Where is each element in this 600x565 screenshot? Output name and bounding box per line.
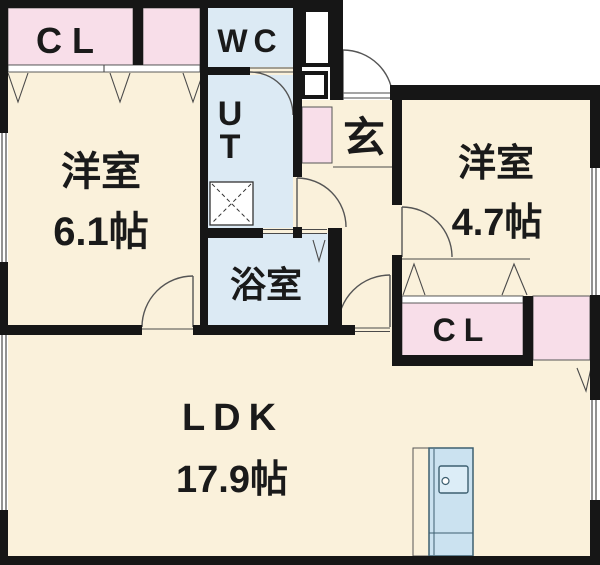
wall-closet-left-divider bbox=[133, 8, 143, 65]
wall-bedroom-left-bottom-a bbox=[0, 325, 142, 335]
closet-left-fold-2 bbox=[109, 72, 131, 104]
window-bg bbox=[0, 335, 8, 510]
wall-entry-shaft bbox=[330, 0, 343, 100]
bedroom-right-door-arc bbox=[401, 206, 453, 258]
closet-left-fold-1 bbox=[7, 72, 29, 104]
wall-hall-right-lower bbox=[392, 255, 402, 366]
ldk-label: LDK bbox=[182, 397, 284, 439]
kitchen-sink bbox=[438, 465, 469, 494]
ldk-size: 17.9帖 bbox=[176, 459, 288, 501]
pipe-space-boxes bbox=[301, 8, 332, 99]
wall-top-left bbox=[0, 0, 335, 8]
closet-left-a bbox=[7, 7, 134, 66]
wall-ut-bath bbox=[203, 228, 263, 238]
wall-closet-right-bottom bbox=[392, 355, 533, 366]
wc-label: WC bbox=[217, 23, 282, 59]
washer-pan-cross-2 bbox=[211, 183, 252, 224]
closet-left-label: CL bbox=[36, 20, 104, 61]
folding-door-marks bbox=[7, 72, 592, 393]
closets bbox=[7, 7, 591, 361]
labels: CL WC U T 玄 浴室 洋室 6.1帖 洋室 4.7帖 LDK 17.9帖… bbox=[36, 20, 542, 501]
wall-wet-right-stub bbox=[293, 227, 302, 238]
window-ldk-right bbox=[590, 400, 598, 500]
genkan-label: 玄 bbox=[343, 114, 385, 161]
washer-pan bbox=[209, 181, 254, 226]
washer-pan-cross-1 bbox=[211, 183, 252, 224]
pipe-space-lower bbox=[301, 71, 328, 99]
wall-left-upper bbox=[0, 0, 8, 133]
closet-right-fold-1 bbox=[402, 262, 426, 296]
wall-bedroom-left-bottom-b bbox=[193, 325, 355, 335]
closet-right-b bbox=[532, 295, 591, 361]
bedroom-left-size: 6.1帖 bbox=[53, 210, 149, 254]
kitchen-faucet bbox=[441, 476, 450, 486]
wall-top-right bbox=[390, 85, 598, 100]
kitchen-counter-edge bbox=[412, 447, 430, 557]
kitchen-unit bbox=[412, 447, 474, 557]
wall-wc-bottom bbox=[207, 67, 250, 75]
kitchen-window-fold bbox=[576, 367, 592, 393]
wall-right-lower bbox=[590, 500, 600, 565]
wall-bath-right bbox=[328, 228, 342, 332]
window-bedroom-left bbox=[0, 133, 8, 262]
window-bg bbox=[590, 168, 598, 295]
bathroom-door-fold bbox=[312, 239, 326, 264]
washer-pan-box bbox=[209, 181, 254, 226]
closet-right-track bbox=[401, 295, 524, 304]
wc-door-arc bbox=[249, 71, 294, 116]
bathroom-floor bbox=[208, 233, 328, 332]
pipe-space-upper bbox=[302, 8, 332, 67]
window-bedroom-right bbox=[590, 168, 598, 295]
wall-wet-left bbox=[200, 8, 208, 335]
wall-closet-right-divider bbox=[523, 296, 533, 366]
wall-entry-stub bbox=[335, 85, 343, 100]
wall-left-lower bbox=[0, 510, 8, 565]
ut-label-t: T bbox=[220, 128, 241, 166]
bedroom-left-door-arc bbox=[141, 275, 194, 328]
bedroom-left-label: 洋室 bbox=[61, 150, 141, 194]
wc-floor bbox=[208, 8, 293, 67]
window-ldk-left bbox=[0, 335, 8, 510]
wet-rooms bbox=[208, 8, 328, 332]
window-bg bbox=[0, 133, 8, 262]
wall-left-mid bbox=[0, 262, 8, 335]
closet-right-fold-2 bbox=[501, 262, 528, 296]
closet-left-fold-3 bbox=[182, 72, 204, 104]
closet-left-b bbox=[142, 7, 201, 66]
closet-right-label: CL bbox=[433, 312, 492, 348]
kitchen-counter bbox=[428, 447, 474, 557]
window-bg bbox=[590, 400, 598, 500]
bedroom-right-label: 洋室 bbox=[458, 142, 534, 185]
bathroom-label: 浴室 bbox=[230, 264, 302, 305]
wall-hall-right-upper bbox=[392, 100, 402, 205]
bedroom-right-size: 4.7帖 bbox=[452, 202, 543, 244]
ut-label-u: U bbox=[218, 95, 243, 133]
wall-bottom bbox=[0, 556, 600, 565]
windows bbox=[0, 133, 598, 510]
wall-right-upper bbox=[590, 85, 600, 168]
wall-wet-right-upper bbox=[293, 8, 302, 177]
ut-door-arc bbox=[296, 177, 347, 228]
wall-right-mid bbox=[590, 295, 600, 400]
shoe-cabinet bbox=[301, 106, 333, 164]
